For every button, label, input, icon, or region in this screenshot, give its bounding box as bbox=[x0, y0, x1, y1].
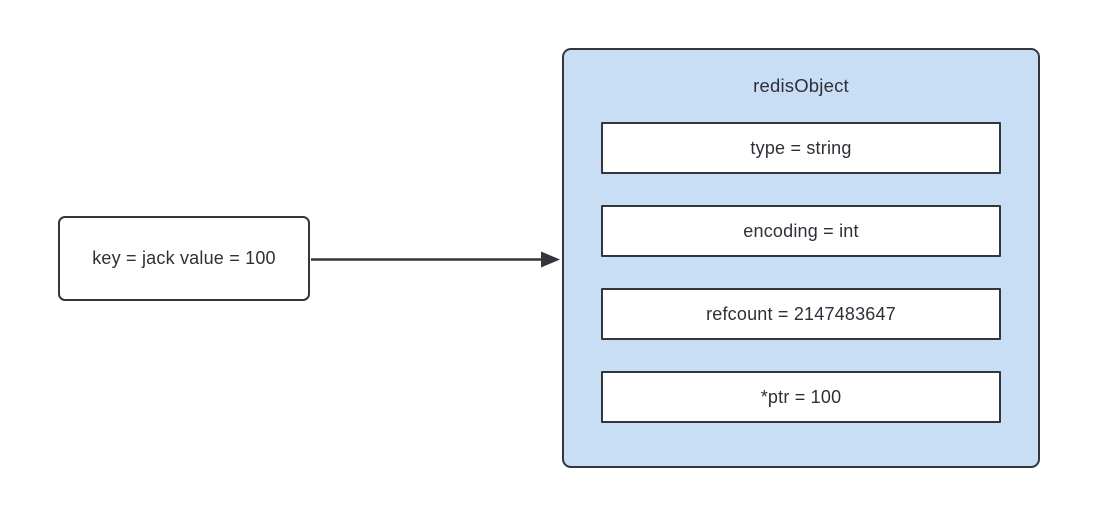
key-value-label: key = jack value = 100 bbox=[92, 248, 276, 268]
field-type: type = string bbox=[601, 122, 1001, 174]
redis-object-fields: type = string encoding = int refcount = … bbox=[564, 122, 1038, 423]
field-refcount: refcount = 2147483647 bbox=[601, 288, 1001, 340]
redis-object-title: redisObject bbox=[753, 75, 849, 96]
redis-object-container: redisObject type = string encoding = int… bbox=[562, 48, 1040, 468]
field-type-label: type = string bbox=[750, 137, 852, 158]
field-encoding: encoding = int bbox=[601, 205, 1001, 257]
field-refcount-label: refcount = 2147483647 bbox=[706, 303, 896, 324]
arrow-head bbox=[541, 251, 560, 268]
field-ptr-label: *ptr = 100 bbox=[760, 386, 842, 407]
field-encoding-label: encoding = int bbox=[743, 220, 859, 241]
field-ptr: *ptr = 100 bbox=[601, 371, 1001, 423]
key-value-node: key = jack value = 100 bbox=[58, 216, 310, 301]
